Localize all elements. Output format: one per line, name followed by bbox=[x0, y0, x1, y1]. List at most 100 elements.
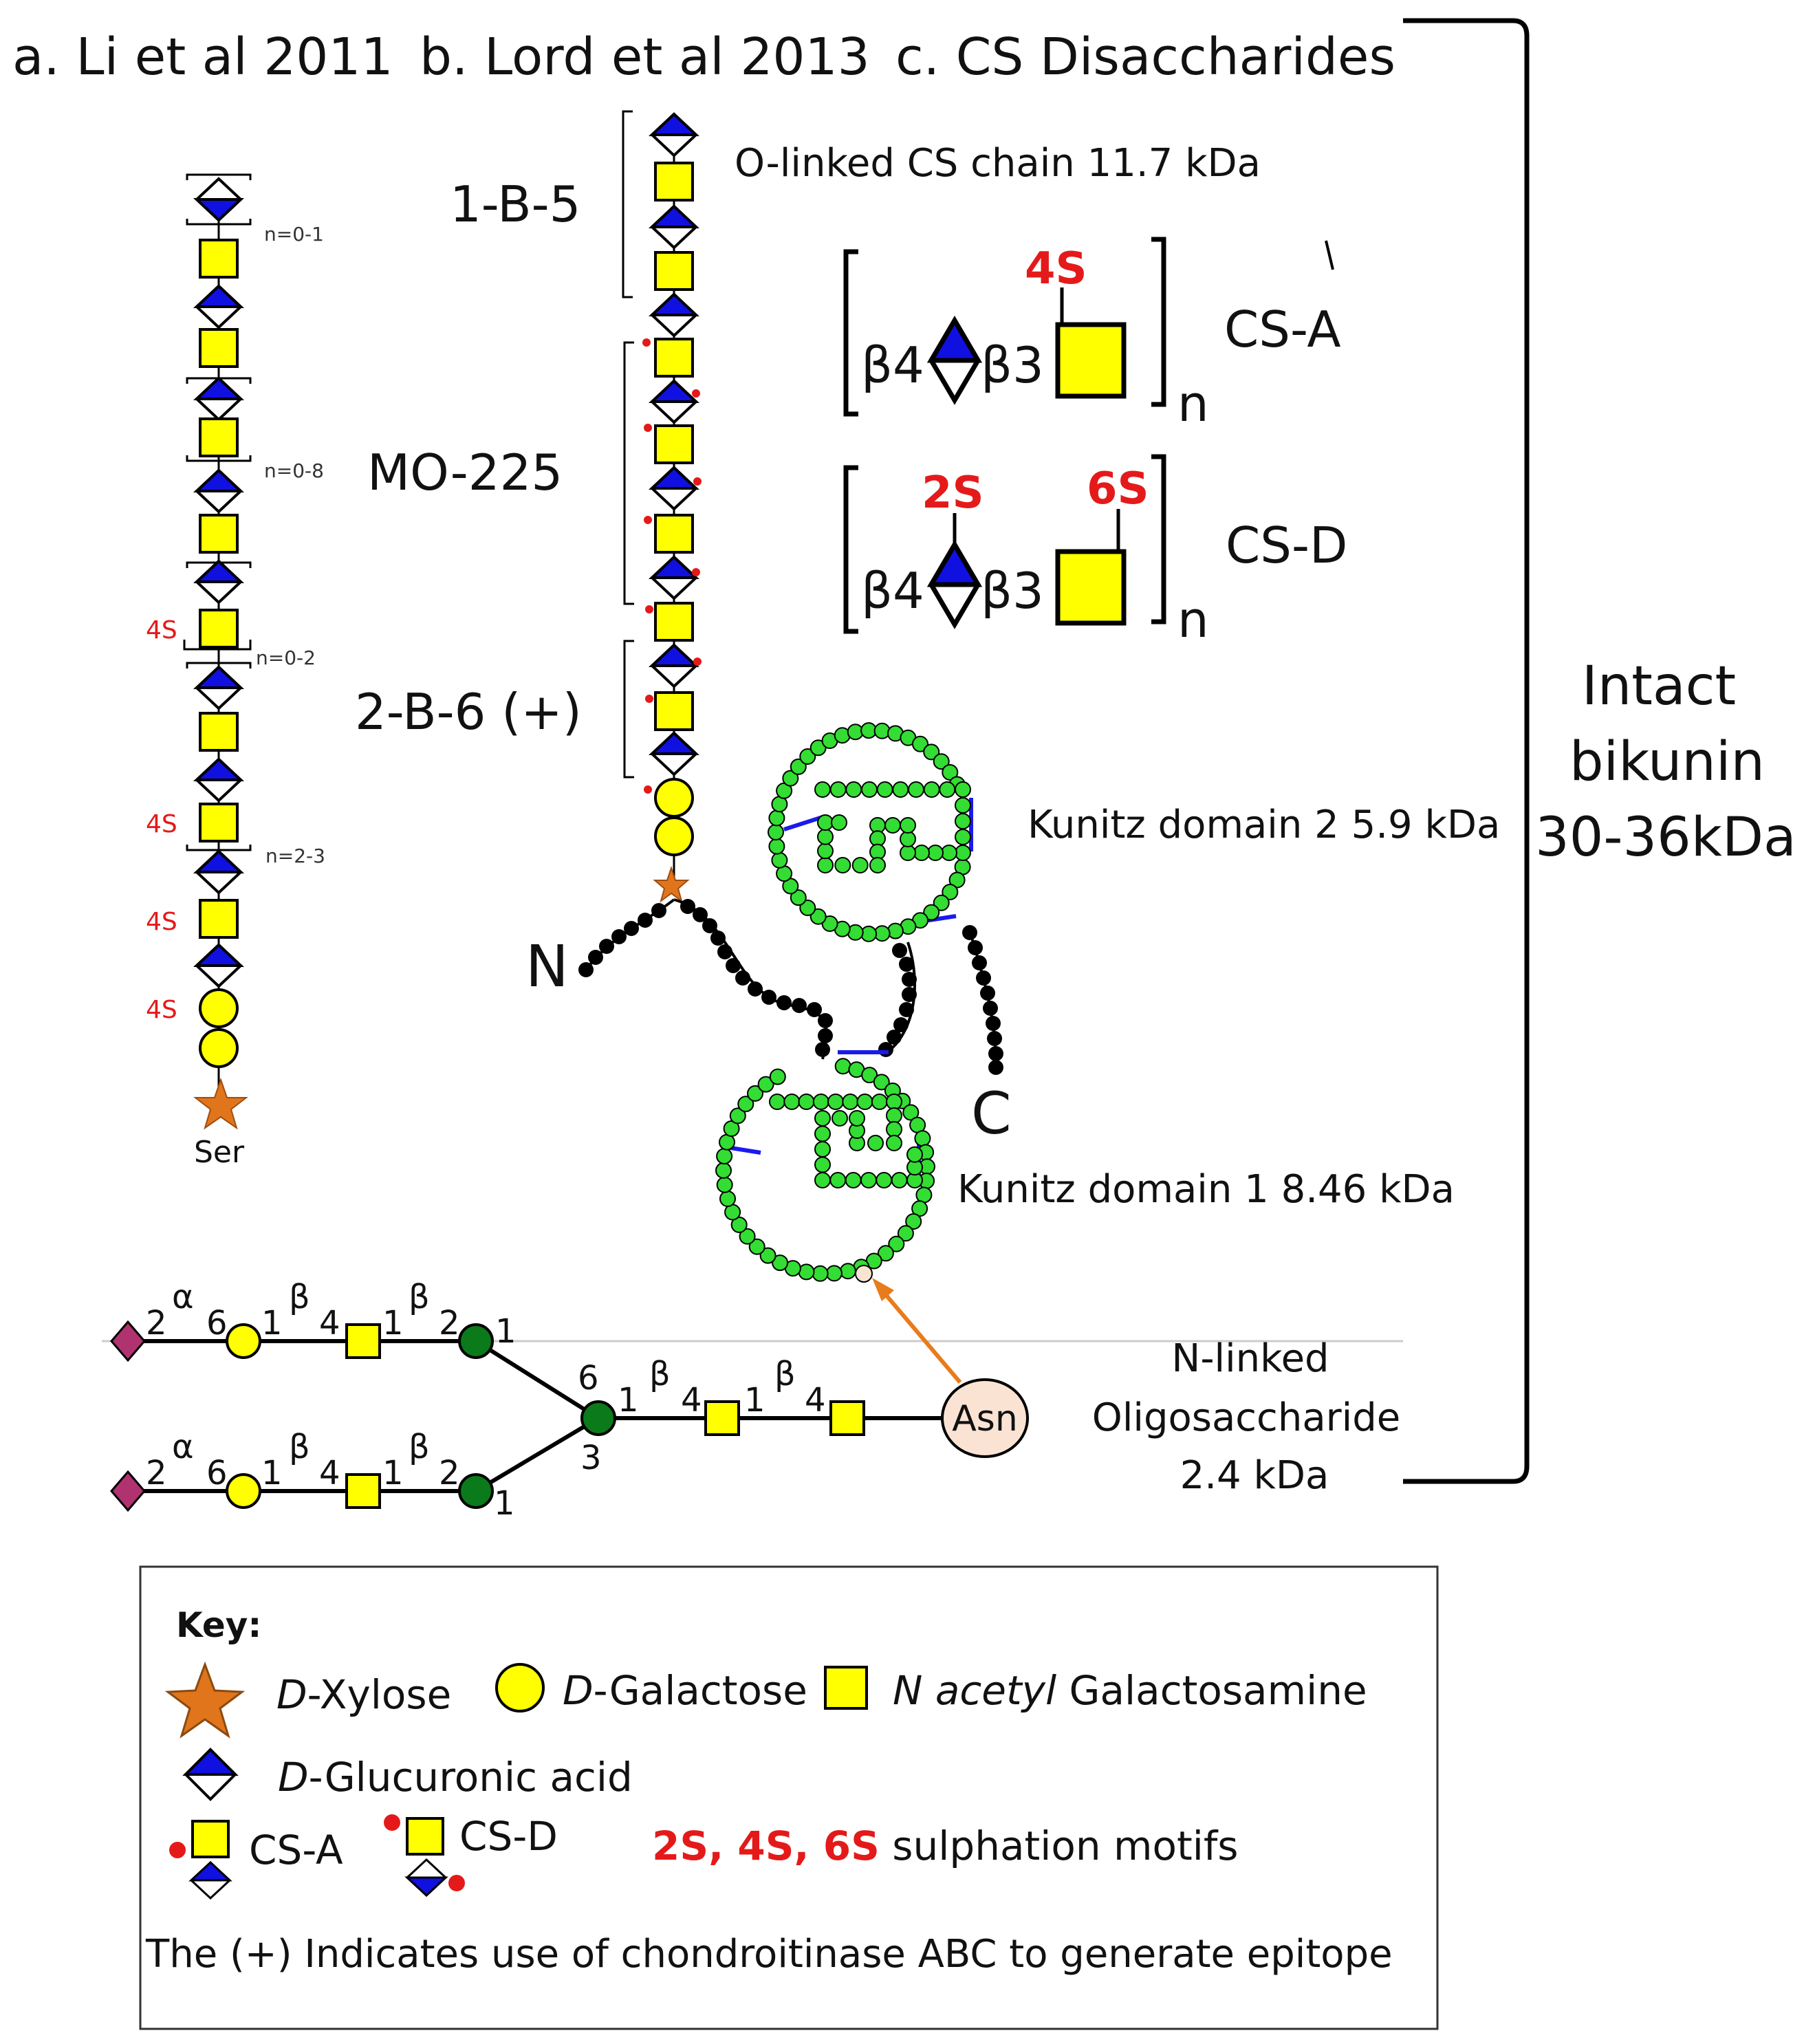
glucuronic-acid-icon bbox=[195, 850, 242, 894]
linkage-label: 4 bbox=[805, 1381, 826, 1420]
glucuronic-acid-icon bbox=[651, 732, 697, 776]
amino-acid-residue bbox=[809, 908, 827, 925]
amino-acid-residue bbox=[933, 753, 950, 770]
amino-acid-residue bbox=[812, 1265, 829, 1282]
amino-acid-residue bbox=[860, 1172, 877, 1188]
header-cs-disaccharides: c. CS Disaccharides bbox=[895, 28, 1395, 87]
amino-acid-residue bbox=[900, 845, 916, 861]
cs-d-2s-label: 2S bbox=[922, 468, 984, 519]
linkage-label: 1 bbox=[618, 1381, 639, 1420]
amino-acid-residue bbox=[769, 1094, 785, 1110]
amino-acid-residue bbox=[908, 781, 924, 798]
amino-acid-residue bbox=[851, 857, 869, 873]
amino-acid-residue bbox=[790, 889, 807, 906]
xylose-star-icon bbox=[164, 1661, 246, 1739]
amino-acid-residue bbox=[831, 814, 847, 831]
key-xylose: D-Xylose bbox=[276, 1671, 451, 1718]
amino-acid-residue bbox=[867, 1135, 884, 1151]
linkage-label: 1 bbox=[495, 1312, 517, 1351]
amino-acid-residue bbox=[799, 748, 816, 765]
cs-a-label: CS-A bbox=[1224, 301, 1341, 358]
linkage-label: 2 bbox=[146, 1454, 167, 1492]
linkage-label: β bbox=[409, 1278, 430, 1316]
amino-acid-residue bbox=[873, 1074, 890, 1091]
amino-acid-residue bbox=[849, 1110, 865, 1127]
chain-a: n=0-1 n=0-8 4S n=0-2 4S n=2-3 4S 4S bbox=[146, 173, 325, 1170]
epitope-2-b-6: 2-B-6 (+) bbox=[355, 683, 582, 741]
amino-acid-residue bbox=[757, 1076, 774, 1093]
glucuronic-acid-icon bbox=[195, 560, 242, 604]
glucuronic-acid-icon bbox=[195, 285, 242, 329]
epitope-1-b-5: 1-B-5 bbox=[450, 175, 580, 233]
amino-acid-residue bbox=[842, 1094, 859, 1110]
cs-d-key-icon bbox=[384, 1814, 465, 1898]
amino-acid-residue bbox=[955, 829, 971, 845]
key-glucuronic-acid: D-Glucuronic acid bbox=[278, 1754, 633, 1801]
amino-acid-residue bbox=[782, 770, 799, 787]
glucuronic-acid-icon bbox=[195, 944, 242, 988]
galnac-icon bbox=[654, 162, 694, 202]
galactose-icon bbox=[654, 816, 694, 856]
kunitz-domain-2 bbox=[768, 722, 973, 942]
sulfation-4s: 4S bbox=[146, 908, 177, 936]
amino-acid-residue bbox=[905, 1213, 922, 1230]
cs-d-structure: β4 2S β3 6S n bbox=[843, 454, 1209, 649]
amino-acid-residue bbox=[888, 1235, 905, 1252]
amino-acid-residue bbox=[955, 813, 971, 829]
sulfation-4s: 4S bbox=[146, 616, 177, 644]
sulfation-4s: 4S bbox=[146, 996, 177, 1024]
amino-acid-residue bbox=[716, 1176, 733, 1193]
amino-acid-residue bbox=[771, 851, 788, 869]
amino-acid-residue bbox=[887, 922, 904, 939]
amino-acid-residue bbox=[900, 817, 916, 834]
amino-acid-residue bbox=[814, 1172, 831, 1188]
amino-acid-residue bbox=[886, 1107, 902, 1124]
bikunin-label-line3: 30-36kDa bbox=[1535, 807, 1796, 869]
c-terminus-label: C bbox=[971, 1080, 1012, 1147]
galnac-icon bbox=[199, 328, 239, 368]
galnac-icon bbox=[654, 424, 694, 464]
sialic-acid-icon bbox=[110, 1320, 146, 1362]
cs-d-label: CS-D bbox=[1226, 517, 1347, 574]
chain-b bbox=[622, 110, 702, 903]
kunitz-domain-2-label: Kunitz domain 2 5.9 kDa bbox=[1028, 803, 1500, 847]
cs-a-structure: β4 β3 4S n bbox=[843, 237, 1209, 433]
amino-acid-residue bbox=[817, 857, 834, 873]
galnac-icon bbox=[654, 602, 694, 642]
amino-acid-residue bbox=[834, 1058, 851, 1075]
sialic-acid-icon bbox=[110, 1470, 146, 1512]
glucuronic-acid-icon bbox=[651, 556, 697, 600]
key-cs-a: CS-A bbox=[249, 1827, 343, 1873]
amino-acid-residue bbox=[825, 1265, 843, 1282]
cs-a-repeat-n: n bbox=[1177, 375, 1209, 433]
galnac-icon bbox=[199, 803, 239, 842]
xylose-star-icon bbox=[193, 1077, 248, 1130]
glycosylation-site-icon bbox=[855, 1265, 873, 1283]
glucuronic-acid-icon bbox=[651, 205, 697, 249]
galnac-icon bbox=[345, 1473, 381, 1509]
serine-label: Ser bbox=[194, 1135, 245, 1170]
key-galnac: N acetyl Galactosamine bbox=[893, 1667, 1367, 1714]
amino-acid-residue bbox=[897, 1225, 914, 1242]
key-title: Key: bbox=[176, 1605, 261, 1645]
cs-d-6s-label: 6S bbox=[1087, 464, 1149, 514]
galactose-icon bbox=[495, 1663, 545, 1713]
linkage-label: 1 bbox=[382, 1304, 404, 1342]
linkage-label: β bbox=[649, 1355, 671, 1393]
kunitz-domain-1-label: Kunitz domain 1 8.46 kDa bbox=[957, 1167, 1455, 1212]
amino-acid-residue bbox=[900, 831, 916, 847]
amino-acid-residue bbox=[941, 845, 957, 861]
galnac-icon bbox=[199, 899, 239, 939]
galnac-icon bbox=[1055, 549, 1127, 626]
key-galactose: D-Galactose bbox=[563, 1667, 807, 1714]
amino-acid-residue bbox=[827, 1094, 844, 1110]
amino-acid-residue bbox=[832, 1110, 848, 1127]
linkage-label: β bbox=[774, 1355, 796, 1393]
amino-acid-residue bbox=[861, 1067, 878, 1084]
galnac-icon bbox=[654, 338, 694, 378]
amino-acid-residue bbox=[886, 1121, 902, 1138]
glucuronic-acid-icon bbox=[195, 177, 242, 221]
key-box: Key: D-Xylose D-Galactose N acetyl Galac… bbox=[139, 1565, 1439, 2030]
amino-acid-residue bbox=[871, 1094, 888, 1110]
amino-acid-residue bbox=[817, 828, 834, 845]
